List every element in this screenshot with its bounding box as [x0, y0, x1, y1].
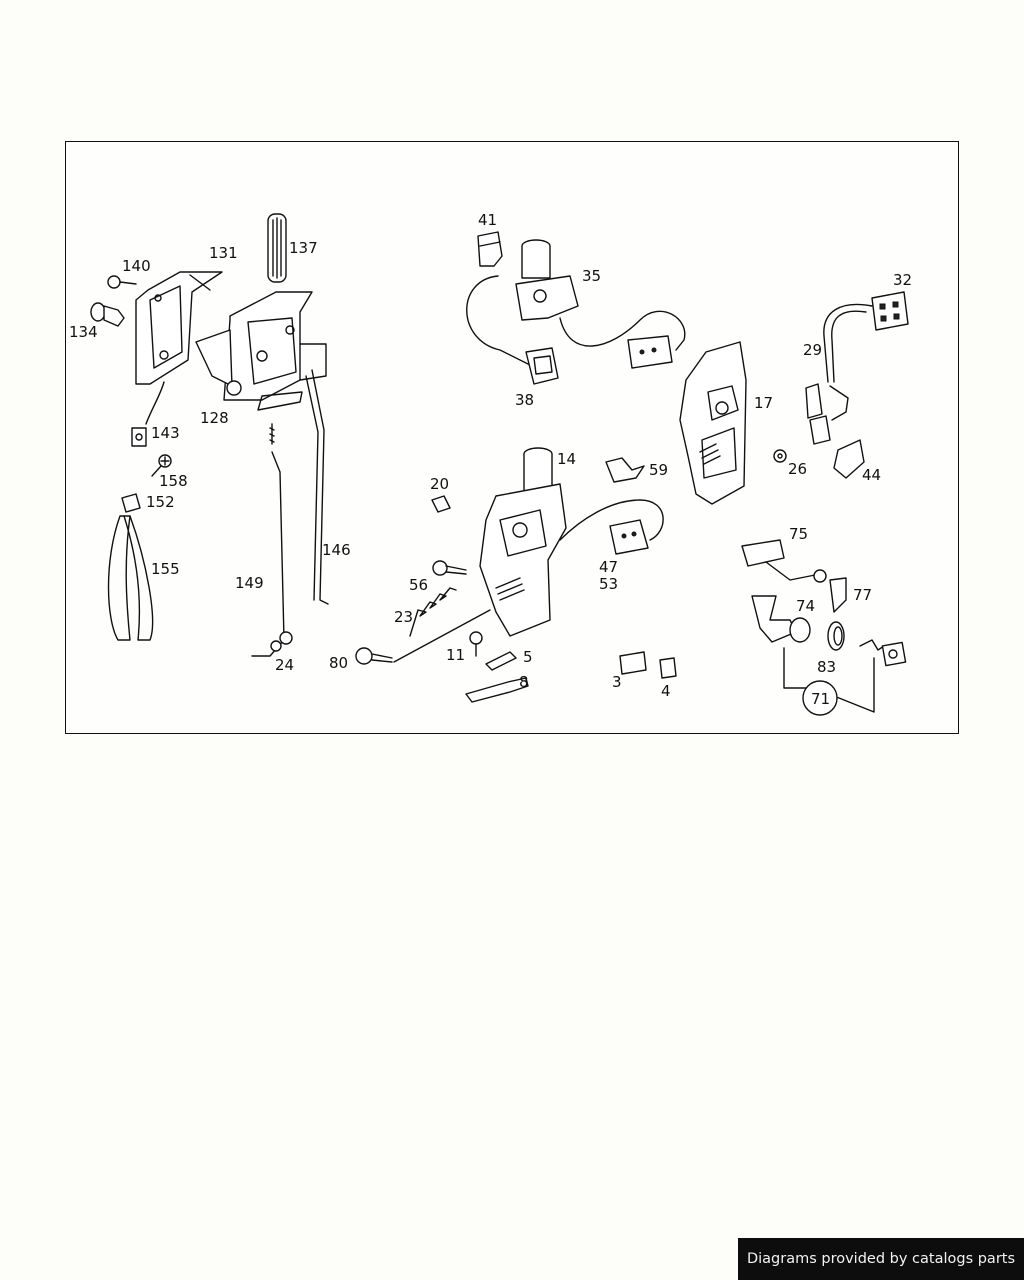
part-146-rod: [305, 369, 329, 605]
part-71-key: [783, 639, 907, 716]
callout-71: 71: [811, 690, 830, 708]
part-11-screw: [469, 631, 483, 657]
part-77-cover: [829, 577, 847, 613]
callout-41: 41: [478, 211, 497, 229]
part-8-lever: [465, 677, 529, 703]
callout-5: 5: [523, 648, 533, 666]
credit-banner: Diagrams provided by catalogs parts: [738, 1238, 1024, 1280]
callout-131: 131: [209, 244, 238, 262]
callout-75: 75: [789, 525, 808, 543]
part-59-clip: [605, 457, 645, 483]
part-3-clip: [619, 651, 647, 675]
callout-23: 23: [394, 608, 413, 626]
part-20-bolt: [431, 495, 451, 513]
callout-35: 35: [582, 267, 601, 285]
callout-80: 80: [329, 654, 348, 672]
part-80-bolt: [355, 609, 491, 665]
part-14-lock: [479, 447, 664, 637]
part-134-clip: [90, 302, 125, 327]
part-24-clip: [270, 631, 293, 652]
part-29-harness: [805, 303, 873, 445]
callout-77: 77: [853, 586, 872, 604]
callout-11: 11: [446, 646, 465, 664]
part-83-ring: [827, 621, 845, 651]
part-152-clip: [121, 493, 141, 513]
callout-29: 29: [803, 341, 822, 359]
part-44-cap: [833, 439, 865, 479]
part-5-lever: [485, 651, 517, 671]
callout-47: 47: [599, 558, 618, 576]
callout-17: 17: [754, 394, 773, 412]
callout-149: 149: [235, 574, 264, 592]
callout-83: 83: [817, 658, 836, 676]
part-74-cylinder: [751, 595, 811, 643]
callout-56: 56: [409, 576, 428, 594]
part-131-bezel: [135, 271, 223, 385]
callout-143: 143: [151, 424, 180, 442]
callout-152: 152: [146, 493, 175, 511]
part-143-nut: [131, 381, 165, 447]
part-158-screw: [151, 454, 172, 477]
part-137-grip: [267, 213, 287, 283]
part-4-grommet: [659, 657, 677, 679]
part-47-53-plug: [609, 519, 649, 555]
callout-24: 24: [275, 656, 294, 674]
callout-53: 53: [599, 575, 618, 593]
callout-26: 26: [788, 460, 807, 478]
callout-14: 14: [557, 450, 576, 468]
callout-3: 3: [612, 673, 622, 691]
callout-44: 44: [862, 466, 881, 484]
part-17-lock: [679, 341, 747, 505]
callout-128: 128: [200, 409, 229, 427]
callout-158: 158: [159, 472, 188, 490]
part-38-connector: [525, 347, 559, 385]
callout-74: 74: [796, 597, 815, 615]
part-75-switch: [741, 539, 827, 583]
part-35-plug: [627, 335, 673, 369]
part-56-bolt: [432, 560, 467, 576]
callout-38: 38: [515, 391, 534, 409]
part-35-actuator: [466, 239, 686, 371]
callout-4: 4: [661, 682, 671, 700]
callout-146: 146: [322, 541, 351, 559]
part-23-spring: [409, 587, 457, 637]
callout-59: 59: [649, 461, 668, 479]
callout-134: 134: [69, 323, 98, 341]
part-41-cap: [477, 231, 503, 267]
callout-140: 140: [122, 257, 151, 275]
callout-20: 20: [430, 475, 449, 493]
callout-155: 155: [151, 560, 180, 578]
part-26-bushing: [773, 449, 787, 463]
part-128-handle-housing: [195, 291, 327, 411]
part-140-screw: [107, 275, 137, 289]
credit-text: Diagrams provided by catalogs parts: [746, 1251, 1016, 1267]
callout-137: 137: [289, 239, 318, 257]
part-155-strap: [107, 515, 154, 641]
callout-labels: 131 137 140 134 128 143 158 152 155 149 …: [69, 211, 912, 708]
callout-8: 8: [519, 673, 529, 691]
part-149-rod: [251, 423, 285, 657]
part-32-connector: [871, 291, 909, 331]
callout-32: 32: [893, 271, 912, 289]
